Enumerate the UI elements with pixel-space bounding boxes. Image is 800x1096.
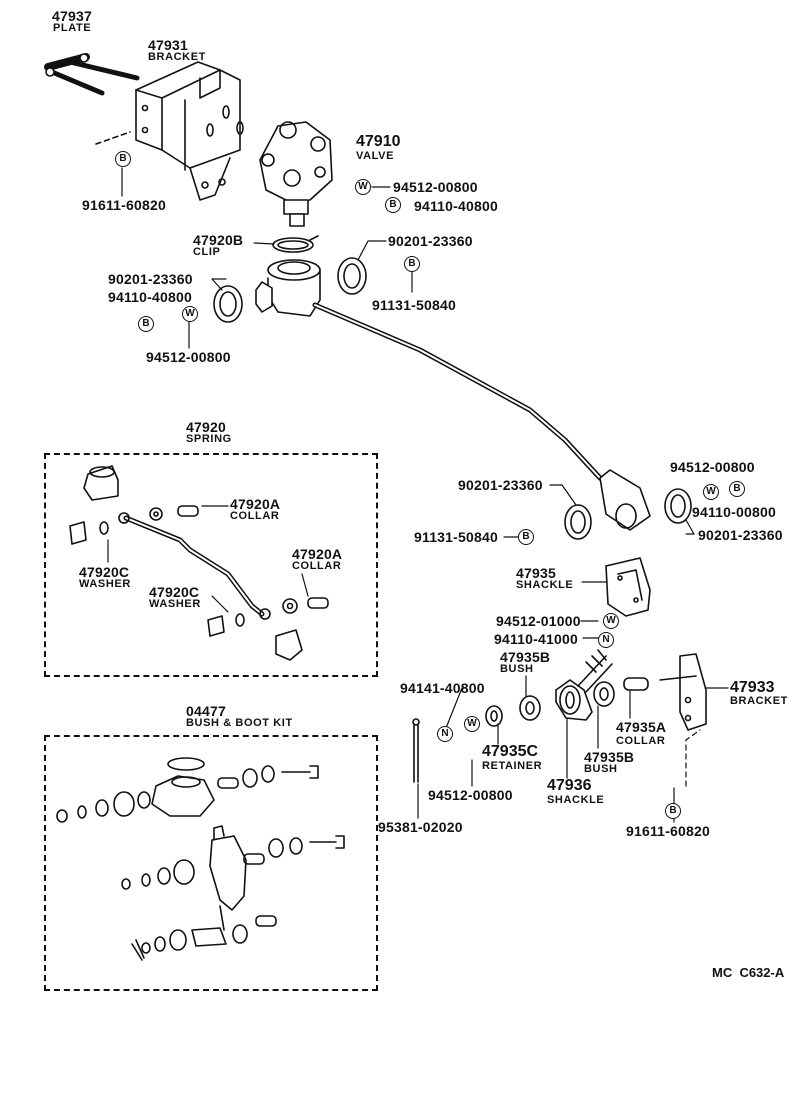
nut-symbol-icon: N — [598, 632, 614, 648]
hw-91611-bot: 91611-60820 — [626, 823, 710, 839]
hw-94110-top: 94110-40800 — [414, 198, 498, 214]
hw-94512-l: 94512-00800 — [146, 349, 231, 365]
part-47920-number: 47920 — [186, 419, 226, 435]
part-47935b-number: 47935B — [584, 749, 635, 765]
part-47920a-name: COLLAR — [230, 510, 280, 522]
bracket-47931-drawing — [95, 61, 244, 201]
hw-94512-rr: 94512-00800 — [670, 459, 755, 475]
part-47935a-name: COLLAR — [616, 735, 666, 747]
hw-94110-rr: 94110-00800 — [692, 504, 776, 520]
part-47920c-number: 47920C — [149, 584, 200, 600]
bolt-symbol-icon: B — [115, 151, 131, 167]
part-47931-name: BRACKET — [148, 51, 206, 63]
bush-boot-kit-box — [44, 735, 378, 991]
bush-boot-kit-drawing — [56, 757, 345, 961]
seal-drawings — [213, 257, 692, 540]
part-47937-name: PLATE — [53, 22, 92, 34]
diagram-code: MC C632-A — [712, 965, 785, 980]
part-47935b-name: BUSH — [584, 763, 618, 775]
part-47935-number: 47935 — [516, 565, 556, 581]
shackle-47936-drawing — [485, 649, 649, 727]
part-47910-number: 47910 — [356, 133, 401, 150]
spring-kit-box — [44, 453, 378, 677]
part-47937-number: 47937 — [52, 8, 92, 24]
part-47935b-number: 47935B — [500, 649, 551, 665]
part-47920-name: SPRING — [186, 433, 232, 445]
part-47920c-name: WASHER — [149, 598, 201, 610]
bolt-symbol-icon: B — [729, 481, 745, 497]
washer-symbol-icon: W — [464, 716, 480, 732]
part-04477-number: 04477 — [186, 703, 226, 719]
part-04477-name: BUSH & BOOT KIT — [186, 717, 293, 729]
part-47936-name: SHACKLE — [547, 794, 605, 806]
bolt-symbol-icon: B — [138, 316, 154, 332]
washer-symbol-icon: W — [355, 179, 371, 195]
hw-95381: 95381-02020 — [378, 819, 463, 835]
part-47931-number: 47931 — [148, 37, 188, 53]
hw-90201-r: 90201-23360 — [388, 233, 473, 249]
part-47910-name: VALVE — [356, 150, 395, 162]
bracket-47933-drawing — [659, 653, 707, 731]
part-47935-name: SHACKLE — [516, 579, 574, 591]
shackle-47935-drawing — [605, 557, 651, 617]
bolt-symbol-icon: B — [518, 529, 534, 545]
part-47920c-number: 47920C — [79, 564, 130, 580]
leader-lines — [107, 167, 729, 823]
part-47920c-name: WASHER — [79, 578, 131, 590]
part-47920b-number: 47920B — [193, 232, 244, 248]
part-47935c-name: RETAINER — [482, 760, 543, 772]
plate-47937-drawing — [44, 53, 140, 96]
valve-lever-and-rod-drawing — [255, 259, 651, 531]
washer-symbol-icon: W — [703, 484, 719, 500]
hw-94110-41000: 94110-41000 — [494, 631, 578, 647]
hw-91131-mid: 91131-50840 — [414, 529, 498, 545]
part-47935a-number: 47935A — [616, 719, 667, 735]
part-47935b-name: BUSH — [500, 663, 534, 675]
washer-symbol-icon: W — [182, 306, 198, 322]
hw-94141: 94141-40800 — [400, 680, 485, 696]
hw-90201-l: 90201-23360 — [108, 271, 193, 287]
hw-94110-l: 94110-40800 — [108, 289, 192, 305]
part-47920b-name: CLIP — [193, 246, 221, 258]
hw-90201-mid: 90201-23360 — [458, 477, 543, 493]
part-47933-name: BRACKET — [730, 695, 788, 707]
clip-47920b-drawing — [272, 235, 319, 253]
washer-symbol-icon: W — [603, 613, 619, 629]
part-47935c-number: 47935C — [482, 743, 539, 760]
part-47920a-number: 47920A — [292, 546, 343, 562]
part-47936-number: 47936 — [547, 777, 592, 794]
part-47920a-name: COLLAR — [292, 560, 342, 572]
hw-94512-bot: 94512-00800 — [428, 787, 513, 803]
nut-symbol-icon: N — [437, 726, 453, 742]
hw-94512-01000: 94512-01000 — [496, 613, 581, 629]
spring-47920-drawing — [69, 465, 329, 661]
cotter-pin-drawing — [412, 718, 420, 783]
part-47933-number: 47933 — [730, 679, 775, 696]
bolt-symbol-icon: B — [665, 803, 681, 819]
part-47920a-number: 47920A — [230, 496, 281, 512]
valve-47910-drawing — [259, 121, 333, 227]
hw-91611-top: 91611-60820 — [82, 197, 166, 213]
hw-91131-r: 91131-50840 — [372, 297, 456, 313]
hw-90201-rr: 90201-23360 — [698, 527, 783, 543]
bolt-symbol-icon: B — [385, 197, 401, 213]
hw-94512-top: 94512-00800 — [393, 179, 478, 195]
bolt-symbol-icon: B — [404, 256, 420, 272]
